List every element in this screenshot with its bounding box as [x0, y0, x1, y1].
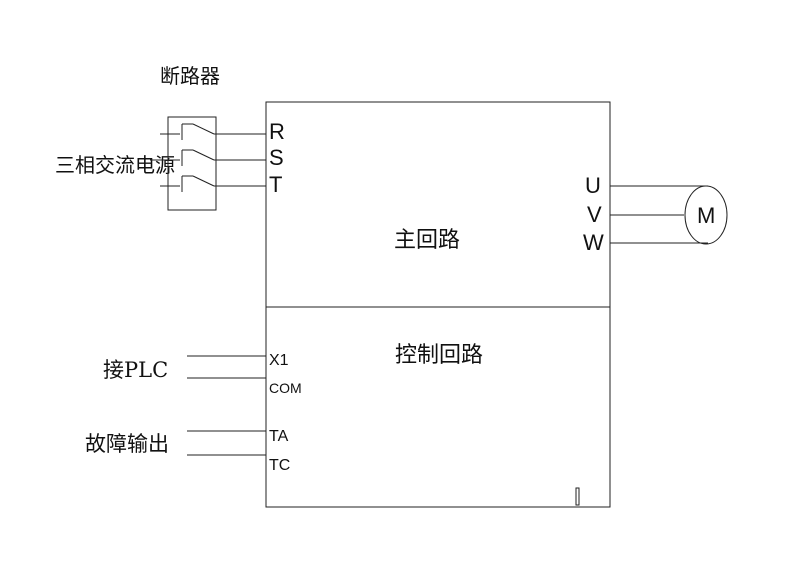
- motor-symbol: [684, 185, 728, 245]
- motor-label: M: [697, 203, 715, 228]
- corner-mark: [575, 487, 580, 506]
- terminal-s: S: [269, 145, 284, 170]
- terminal-ta: TA: [269, 428, 289, 445]
- control-circuit-label: 控制回路: [395, 343, 483, 368]
- supply-lines: [150, 133, 180, 187]
- terminal-r: R: [269, 119, 285, 144]
- supply-label: 三相交流电源: [55, 153, 175, 177]
- terminal-com: COM: [269, 380, 302, 396]
- fault-wires: [187, 430, 266, 456]
- plc-wires: [187, 355, 266, 379]
- breaker-contacts: [181, 123, 215, 192]
- main-circuit-label: 主回路: [394, 228, 460, 253]
- terminal-tc: TC: [269, 457, 290, 474]
- terminal-t: T: [269, 172, 282, 197]
- terminal-v: V: [587, 202, 602, 227]
- plc-label: 接PLC: [103, 358, 168, 382]
- uvw-wires: [610, 185, 708, 244]
- terminal-x1: X1: [269, 352, 289, 369]
- rst-wires: [214, 133, 266, 187]
- terminal-w: W: [583, 230, 604, 255]
- terminal-u: U: [585, 173, 601, 198]
- fault-output-label: 故障输出: [85, 432, 169, 456]
- breaker-label: 断路器: [160, 64, 220, 88]
- main-circuit-box: [265, 101, 611, 308]
- breaker-box: [167, 116, 217, 211]
- control-circuit-box: [265, 306, 611, 508]
